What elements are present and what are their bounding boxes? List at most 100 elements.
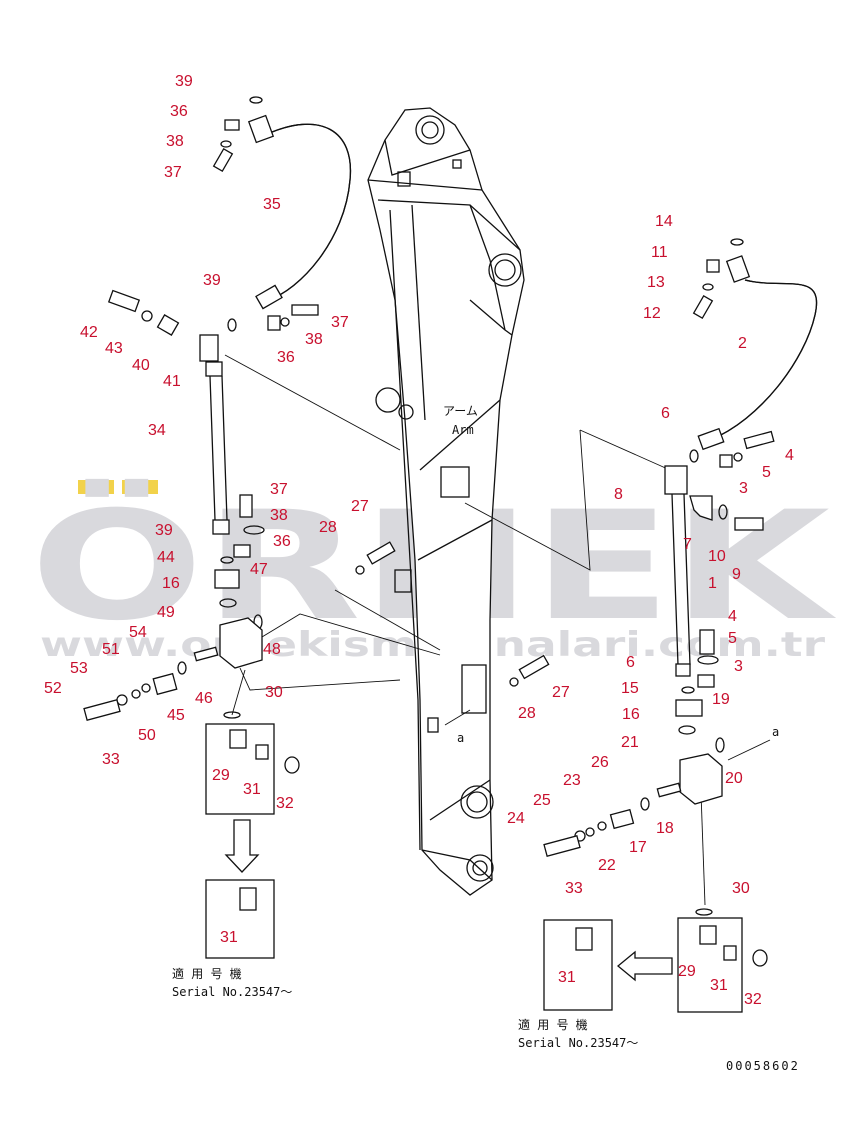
detail-box-left xyxy=(205,723,275,815)
part-number-27: 27 xyxy=(552,684,570,701)
serial-number-right: Serial No.23547〜 xyxy=(518,1036,638,1050)
part-number-33: 33 xyxy=(565,880,583,897)
part-number-8: 8 xyxy=(614,486,623,503)
part-number-15: 15 xyxy=(621,680,639,697)
part-number-2: 2 xyxy=(738,335,747,352)
part-number-32: 32 xyxy=(276,795,294,812)
part-number-43: 43 xyxy=(105,340,123,357)
part-number-19: 19 xyxy=(712,691,730,708)
part-number-10: 10 xyxy=(708,548,726,565)
part-number-5: 5 xyxy=(728,630,737,647)
part-number-6: 6 xyxy=(626,654,635,671)
part-number-32: 32 xyxy=(744,991,762,1008)
part-number-28: 28 xyxy=(319,519,337,536)
center-bolts xyxy=(355,541,550,687)
part-numbers: 39 36 38 37 35 39 37 38 36 42 43 40 41 3… xyxy=(44,73,794,1008)
part-number-51: 51 xyxy=(102,641,120,658)
part-number-26: 26 xyxy=(591,754,609,771)
part-number-33: 33 xyxy=(102,751,120,768)
part-number-47: 47 xyxy=(250,561,268,578)
part-number-31: 31 xyxy=(710,977,728,994)
part-number-38: 38 xyxy=(270,507,288,524)
part-number-21: 21 xyxy=(621,734,639,751)
part-number-46: 46 xyxy=(195,690,213,707)
part-number-29: 29 xyxy=(212,767,230,784)
part-number-5: 5 xyxy=(762,464,771,481)
part-number-16: 16 xyxy=(622,706,640,723)
part-number-38: 38 xyxy=(305,331,323,348)
part-number-39: 39 xyxy=(175,73,193,90)
part-number-24: 24 xyxy=(507,810,525,827)
part-number-9: 9 xyxy=(732,566,741,583)
part-number-49: 49 xyxy=(157,604,175,621)
right-hose-assembly: a xyxy=(543,238,818,1013)
part-number-22: 22 xyxy=(598,857,616,874)
part-number-20: 20 xyxy=(725,770,743,787)
captions: 適 用 号 機 Serial No.23547〜 適 用 号 機 Serial … xyxy=(172,966,800,1073)
serial-title-right: 適 用 号 機 xyxy=(518,1017,588,1032)
part-number-23: 23 xyxy=(563,772,581,789)
part-number-30: 30 xyxy=(732,880,750,897)
part-number-31: 31 xyxy=(220,929,238,946)
part-number-31: 31 xyxy=(243,781,261,798)
part-number-37: 37 xyxy=(270,481,288,498)
part-number-54: 54 xyxy=(129,624,147,641)
part-number-40: 40 xyxy=(132,357,150,374)
part-number-44: 44 xyxy=(157,549,175,566)
arm-label-en: Arm xyxy=(452,423,474,437)
serial-number-left: Serial No.23547〜 xyxy=(172,985,292,999)
part-number-4: 4 xyxy=(728,608,737,625)
section-marker-center: a xyxy=(457,731,464,745)
part-number-6: 6 xyxy=(661,405,670,422)
part-number-29: 29 xyxy=(678,963,696,980)
part-number-30: 30 xyxy=(265,684,283,701)
part-number-39: 39 xyxy=(203,272,221,289)
part-number-36: 36 xyxy=(170,103,188,120)
part-number-4: 4 xyxy=(785,447,794,464)
part-number-18: 18 xyxy=(656,820,674,837)
part-number-14: 14 xyxy=(655,213,673,230)
detail-box-left-new xyxy=(205,879,275,959)
arm-body: アーム Arm a xyxy=(367,107,525,896)
watermark-umlaut-left xyxy=(78,480,114,494)
part-number-48: 48 xyxy=(263,641,281,658)
part-number-50: 50 xyxy=(138,727,156,744)
part-number-45: 45 xyxy=(167,707,185,724)
part-number-3: 3 xyxy=(734,658,743,675)
arm-label-jp: アーム xyxy=(443,404,478,418)
part-number-38: 38 xyxy=(166,133,184,150)
part-number-53: 53 xyxy=(70,660,88,677)
part-number-42: 42 xyxy=(80,324,98,341)
part-number-1: 1 xyxy=(708,575,717,592)
part-number-13: 13 xyxy=(647,274,665,291)
part-number-36: 36 xyxy=(277,349,295,366)
drawing-number: 00058602 xyxy=(726,1059,800,1073)
part-number-52: 52 xyxy=(44,680,62,697)
part-number-35: 35 xyxy=(263,196,281,213)
part-number-16: 16 xyxy=(162,575,180,592)
part-number-37: 37 xyxy=(331,314,349,331)
part-number-11: 11 xyxy=(651,244,668,261)
part-number-39: 39 xyxy=(155,522,173,539)
section-marker-right: a xyxy=(772,725,779,739)
part-number-28: 28 xyxy=(518,705,536,722)
detail-box-right-new xyxy=(543,919,613,1011)
part-number-37: 37 xyxy=(164,164,182,181)
serial-title-left: 適 用 号 機 xyxy=(172,966,242,981)
part-number-3: 3 xyxy=(739,480,748,497)
part-number-7: 7 xyxy=(683,536,692,553)
part-number-17: 17 xyxy=(629,839,647,856)
part-number-31: 31 xyxy=(558,969,576,986)
part-number-12: 12 xyxy=(643,305,661,322)
left-hose-assembly xyxy=(83,96,352,959)
watermark-umlaut-right xyxy=(122,480,158,494)
part-number-34: 34 xyxy=(148,422,166,439)
detail-box-right xyxy=(677,917,743,1013)
part-number-36: 36 xyxy=(273,533,291,550)
part-number-27: 27 xyxy=(351,498,369,515)
part-number-41: 41 xyxy=(163,373,181,390)
part-number-25: 25 xyxy=(533,792,551,809)
assembly-lines xyxy=(224,354,771,906)
